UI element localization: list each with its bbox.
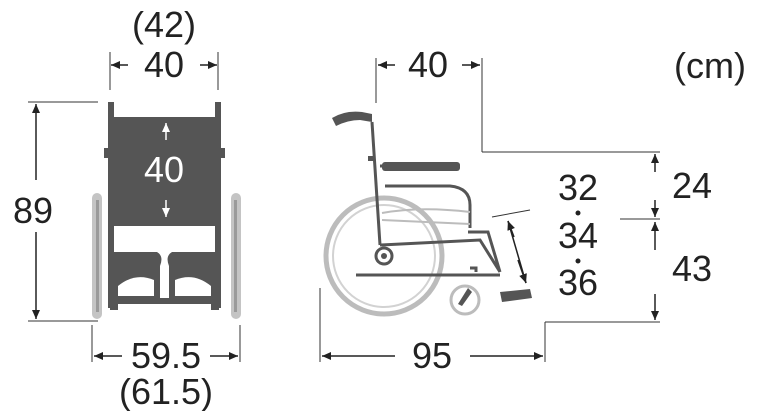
push-handle <box>332 111 372 126</box>
front-view: (42) 40 40 89 59.5 (61.5) <box>13 4 241 411</box>
side-view: 40 (cm) 24 43 32 34 36 95 <box>319 44 746 376</box>
rear-wheel <box>323 195 445 317</box>
front-total-height: 89 <box>13 190 53 231</box>
footrest-option-1: 32 <box>558 167 598 208</box>
front-caster <box>449 284 481 316</box>
front-backrest-height: 40 <box>144 149 184 190</box>
side-footplate <box>500 289 532 302</box>
front-top-width-alt: (42) <box>132 4 196 45</box>
option-separator-dot <box>575 258 581 264</box>
option-separator-dot <box>575 210 581 216</box>
footrest-option-2: 34 <box>558 215 598 256</box>
backrest <box>112 117 217 223</box>
side-armrest-height: 24 <box>672 165 712 206</box>
right-frame-post <box>215 102 221 308</box>
front-total-width: 59.5 <box>131 335 201 376</box>
side-total-length: 95 <box>412 335 452 376</box>
side-seat <box>382 162 460 171</box>
front-total-width-alt: (61.5) <box>119 371 213 411</box>
left-frame-post <box>108 102 114 308</box>
front-top-width: 40 <box>144 44 184 85</box>
footrest-option-3: 36 <box>558 262 598 303</box>
side-seat-depth: 40 <box>408 44 448 85</box>
side-seat-height: 43 <box>672 248 712 289</box>
unit-label: (cm) <box>674 45 746 86</box>
